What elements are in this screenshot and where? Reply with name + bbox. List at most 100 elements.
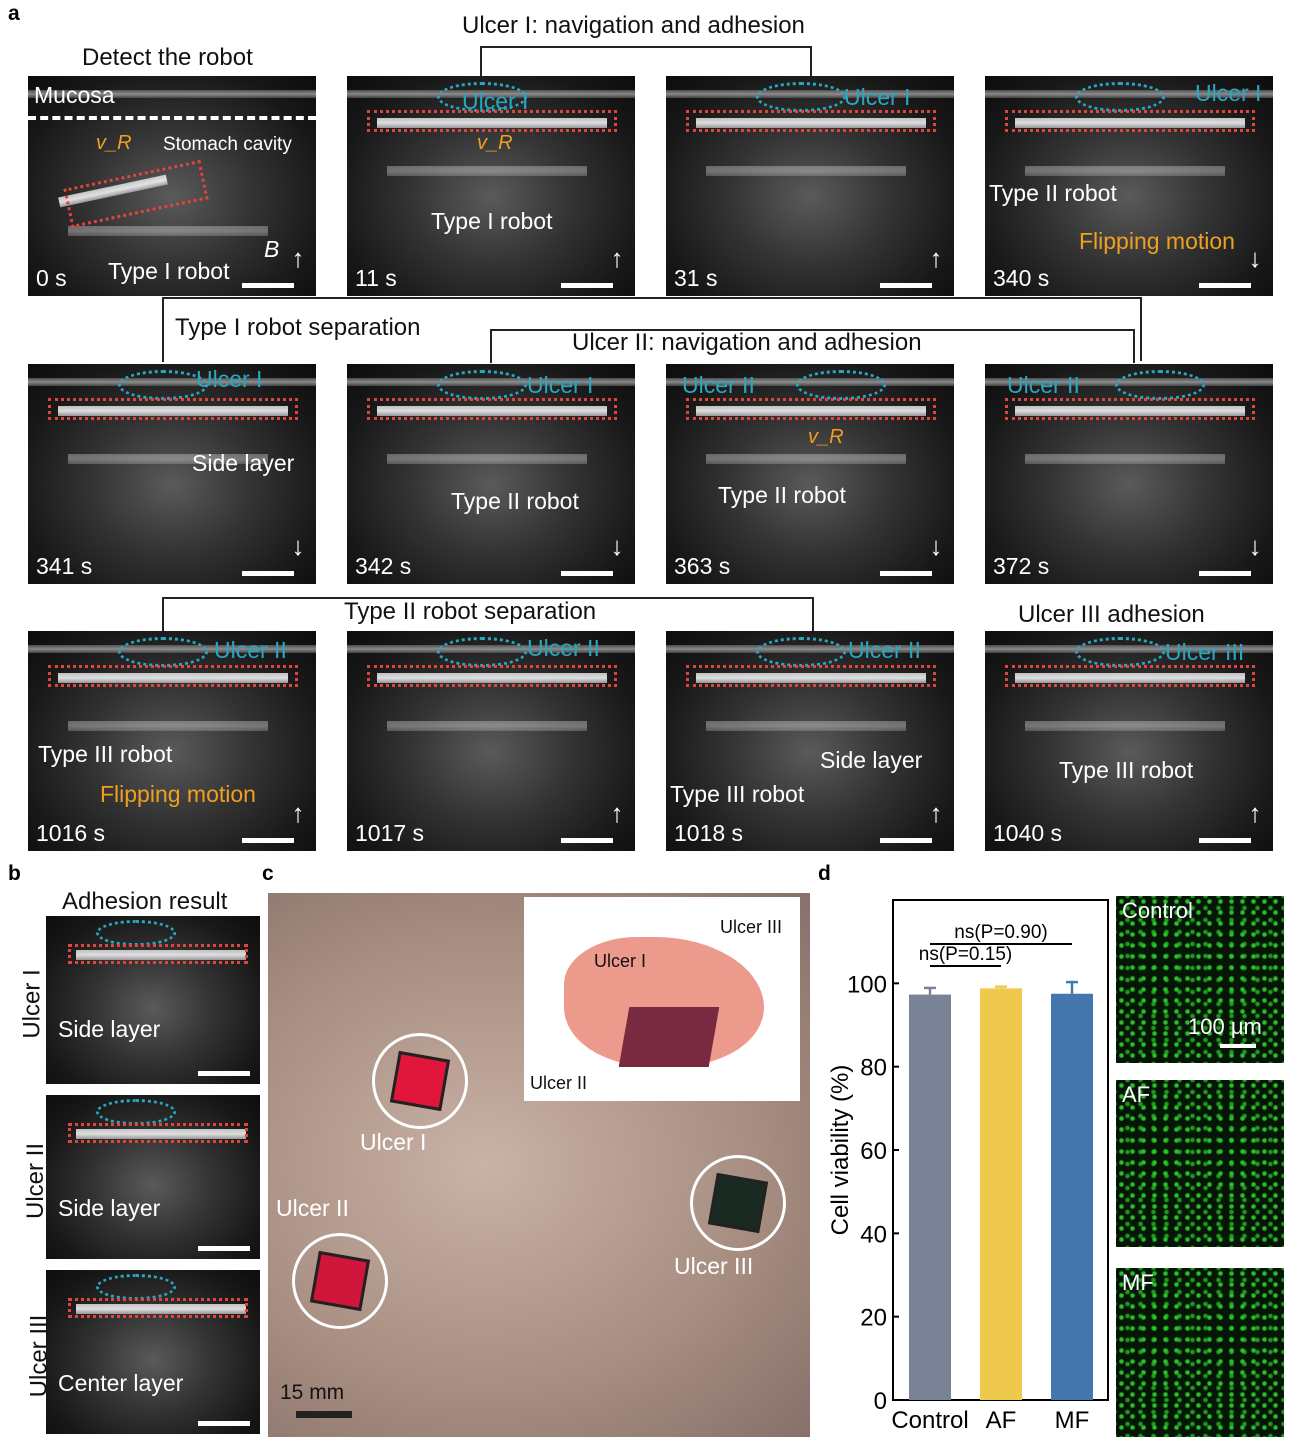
scale-bar <box>1220 1044 1256 1048</box>
field-arrow-up-icon: ↑ <box>929 798 943 828</box>
time-stamp: 372 s <box>993 553 1050 579</box>
robot-echo <box>76 950 246 960</box>
tissue-echo <box>1025 721 1225 731</box>
robot-box <box>686 110 936 132</box>
tissue-echo <box>1025 166 1225 176</box>
y-tick-label: 100 <box>847 971 887 998</box>
scale-bar <box>880 283 932 288</box>
adhesion-frame: Side layer <box>46 916 260 1084</box>
x-tick-label: Control <box>891 1407 968 1434</box>
row-label: Ulcer III <box>25 1314 53 1398</box>
frame-annotation: Ulcer II <box>1007 372 1080 398</box>
tissue-echo <box>706 166 906 176</box>
tissue-echo <box>68 721 268 731</box>
connector <box>162 297 1142 361</box>
tissue-echo <box>387 166 587 176</box>
scale-bar <box>561 283 613 288</box>
ulcer-ellipse <box>96 1099 176 1125</box>
robot-echo <box>1015 406 1245 416</box>
y-tick-label: 60 <box>860 1138 887 1165</box>
frame-annotation: Type II robot <box>989 180 1117 206</box>
header-sep1: Type I robot separation <box>175 314 421 341</box>
velocity-label: v_R <box>477 132 513 154</box>
ultrasound-frame: Ulcer II 372 s ↓ <box>985 364 1273 584</box>
scale-bar <box>561 571 613 576</box>
velocity-label: v_R <box>808 426 844 448</box>
frame-annotation: Ulcer I <box>1195 80 1262 106</box>
header-ulcer2: Ulcer II: navigation and adhesion <box>572 329 922 356</box>
adhesion-frame: Center layer <box>46 1270 260 1434</box>
frame-annotation: Ulcer III <box>1165 639 1245 665</box>
frame-annotation: Type III robot <box>670 781 805 807</box>
inset-label: Ulcer I <box>594 951 647 971</box>
panel-label: d <box>818 862 831 885</box>
robot-echo <box>1015 118 1245 128</box>
robot-echo <box>696 118 926 128</box>
robot-box <box>686 665 936 687</box>
velocity-label: v_R <box>96 132 132 154</box>
field-arrow-down-icon: ↓ <box>929 531 943 561</box>
tissue-echo <box>68 226 268 236</box>
robot-box <box>68 944 248 964</box>
frame-annotation: Ulcer II <box>214 637 287 663</box>
scale-bar <box>242 283 294 288</box>
y-tick-label: 20 <box>860 1305 887 1332</box>
robot-box <box>1005 665 1255 687</box>
ulcer-ellipse <box>1075 82 1165 112</box>
x-tick-label: MF <box>1055 1407 1090 1434</box>
frame-annotation: Side layer <box>820 747 923 773</box>
time-stamp: 341 s <box>36 553 93 579</box>
micrograph-label: MF <box>1122 1270 1154 1295</box>
frame-annotation: Ulcer I <box>844 84 911 110</box>
ulcer-ellipse <box>1075 637 1165 667</box>
y-tick-label: 40 <box>860 1221 887 1248</box>
robot-box <box>686 398 936 420</box>
frame-annotation: Ulcer II <box>527 635 600 661</box>
panel-label: a <box>8 2 20 25</box>
ulcer-ellipse <box>96 1274 176 1300</box>
frame-annotation: Type III robot <box>1059 757 1194 783</box>
scale-bar <box>198 1071 250 1076</box>
ulcer-ellipse <box>756 637 846 667</box>
ulcer-ellipse <box>756 82 846 112</box>
y-tick-label: 80 <box>860 1055 887 1082</box>
robot-patch <box>309 1250 371 1312</box>
y-tick-label: 0 <box>874 1388 887 1415</box>
connector <box>162 597 814 631</box>
field-arrow-down-icon: ↓ <box>291 531 305 561</box>
connector <box>490 329 1135 363</box>
connector <box>480 46 812 76</box>
scale-bar <box>242 571 294 576</box>
inset-label: Ulcer III <box>720 917 783 937</box>
header-ulcer3: Ulcer III adhesion <box>1018 601 1205 628</box>
panel-label: b <box>8 862 21 885</box>
field-arrow-down-icon: ↓ <box>1248 531 1262 561</box>
ulcer-circle <box>292 1233 388 1329</box>
scale-bar <box>880 838 932 843</box>
robot-box <box>48 665 298 687</box>
frame-annotation: Type II robot <box>451 488 579 514</box>
ulcer-label: Ulcer II <box>276 1195 349 1221</box>
time-stamp: 11 s <box>355 265 397 291</box>
robot-echo <box>696 406 926 416</box>
robot-patch <box>707 1172 769 1234</box>
scale-bar <box>1199 283 1251 288</box>
robot-box <box>367 398 617 420</box>
robot-box <box>48 398 298 420</box>
field-arrow-down-icon: ↓ <box>1248 243 1262 273</box>
stomach-cutaway <box>618 1007 720 1067</box>
frame-annotation: Flipping motion <box>100 781 256 807</box>
field-arrow-up-icon: ↑ <box>291 243 305 273</box>
tissue-echo <box>1025 454 1225 464</box>
bar-AF <box>980 988 1022 1400</box>
row-label: Ulcer II <box>22 1142 50 1220</box>
frame-annotation: Ulcer II <box>848 637 921 663</box>
robot-box <box>367 110 617 132</box>
micrograph: AF <box>1116 1080 1284 1247</box>
